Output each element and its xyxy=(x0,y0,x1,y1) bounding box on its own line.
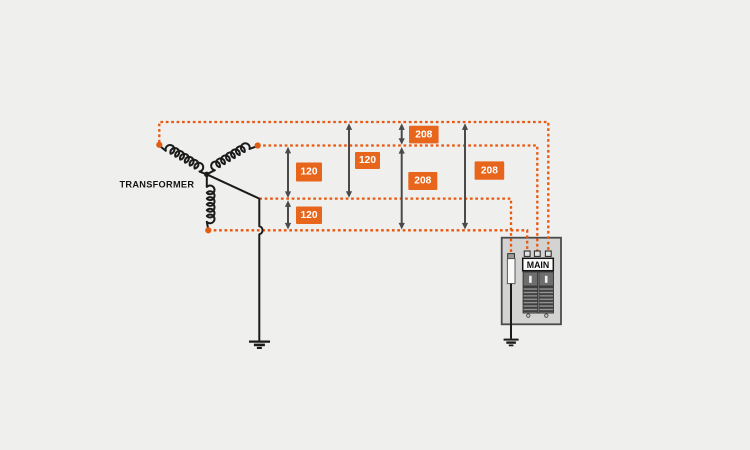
breaker-array xyxy=(522,271,554,318)
measurement-arrow-a-c xyxy=(461,123,469,230)
wire-phase-b xyxy=(257,144,539,252)
voltage-value: 208 xyxy=(414,176,431,187)
voltage-label-a-neutral: 120 xyxy=(355,152,380,169)
voltage-label-b-c: 208 xyxy=(408,172,438,190)
panel-internals: MAIN xyxy=(503,250,555,347)
panel-terminal-2 xyxy=(533,250,541,257)
panel-terminal-1 xyxy=(523,250,531,257)
main-breaker: MAIN xyxy=(521,257,555,272)
measurement-arrow-b-c xyxy=(398,147,405,230)
voltage-value: 120 xyxy=(301,167,318,178)
voltage-value: 120 xyxy=(359,155,376,166)
voltage-value: 208 xyxy=(481,165,498,176)
ground-symbol-panel xyxy=(503,338,519,347)
neutral-bar xyxy=(506,258,516,285)
measurement-arrow-b-neutral xyxy=(284,146,292,198)
main-breaker-label: MAIN xyxy=(527,260,549,270)
transformer-neutral-conductor xyxy=(205,173,264,342)
ground-symbol-transformer xyxy=(249,340,270,349)
terminal-dot-phase-c xyxy=(205,227,212,234)
measurement-arrow-a-b xyxy=(398,123,405,145)
breaker-column-left xyxy=(522,286,539,314)
voltage-value: 120 xyxy=(301,210,318,221)
transformer-label: TRANSFORMER xyxy=(120,180,195,190)
transformer-symbol xyxy=(159,142,270,349)
transformer-coil-right xyxy=(205,142,258,176)
panel-knockout-left xyxy=(526,313,531,318)
transformer-coil-bottom xyxy=(205,173,216,229)
voltage-label-a-c: 208 xyxy=(474,161,505,180)
panel-knockout-right xyxy=(544,313,549,318)
voltage-label-neutral-c: 120 xyxy=(296,206,322,224)
measurement-arrow-neutral-c xyxy=(284,200,292,230)
wire-phase-a xyxy=(158,120,550,252)
neutral-terminal xyxy=(507,253,516,260)
measurement-arrow-a-neutral xyxy=(345,123,353,198)
wire-phase-c xyxy=(208,229,529,252)
transformer-center-node xyxy=(204,171,210,177)
voltage-value: 208 xyxy=(415,129,432,140)
voltage-label-b-neutral: 120 xyxy=(296,162,322,182)
breaker-toggle-left xyxy=(529,275,532,283)
terminal-dot-phase-b xyxy=(254,142,261,149)
breaker-toggle-right xyxy=(544,275,548,283)
voltage-label-a-b: 208 xyxy=(409,125,439,144)
terminal-dot-phase-a xyxy=(156,141,163,148)
breaker-column-right xyxy=(538,286,554,314)
transformer-coil-left xyxy=(159,144,208,176)
panel-terminal-3 xyxy=(544,250,552,257)
